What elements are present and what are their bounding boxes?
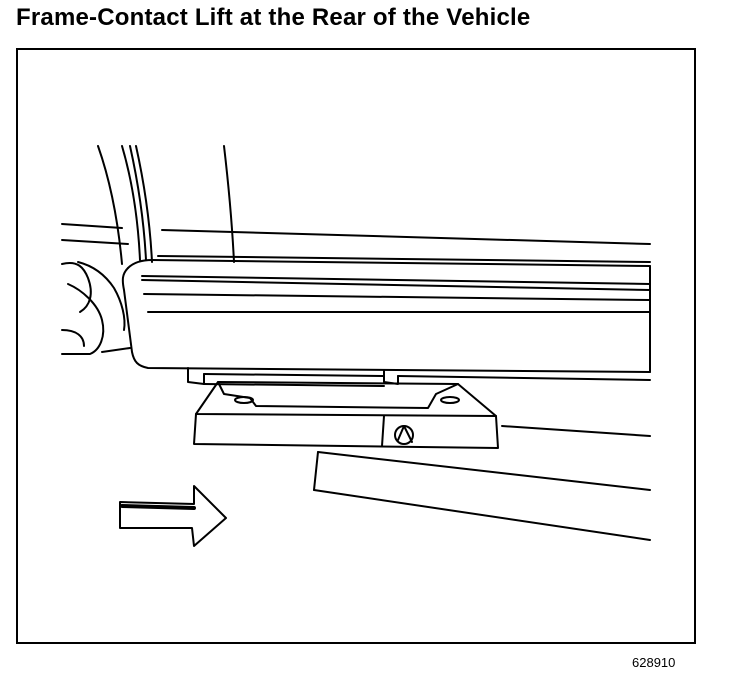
rocker-panel (62, 224, 650, 262)
frame-contact-lift-illustration (18, 50, 694, 642)
lift-arm (314, 426, 650, 540)
figure-number: 628910 (632, 655, 676, 670)
frame-lower-flange (188, 368, 650, 386)
lift-pad (194, 382, 498, 448)
page-title: Frame-Contact Lift at the Rear of the Ve… (16, 4, 531, 31)
illustration-frame (16, 48, 696, 644)
frame-rail (123, 260, 650, 372)
rear-bracket (62, 262, 130, 354)
direction-arrow-icon (120, 486, 226, 546)
body-pillar (98, 146, 234, 264)
